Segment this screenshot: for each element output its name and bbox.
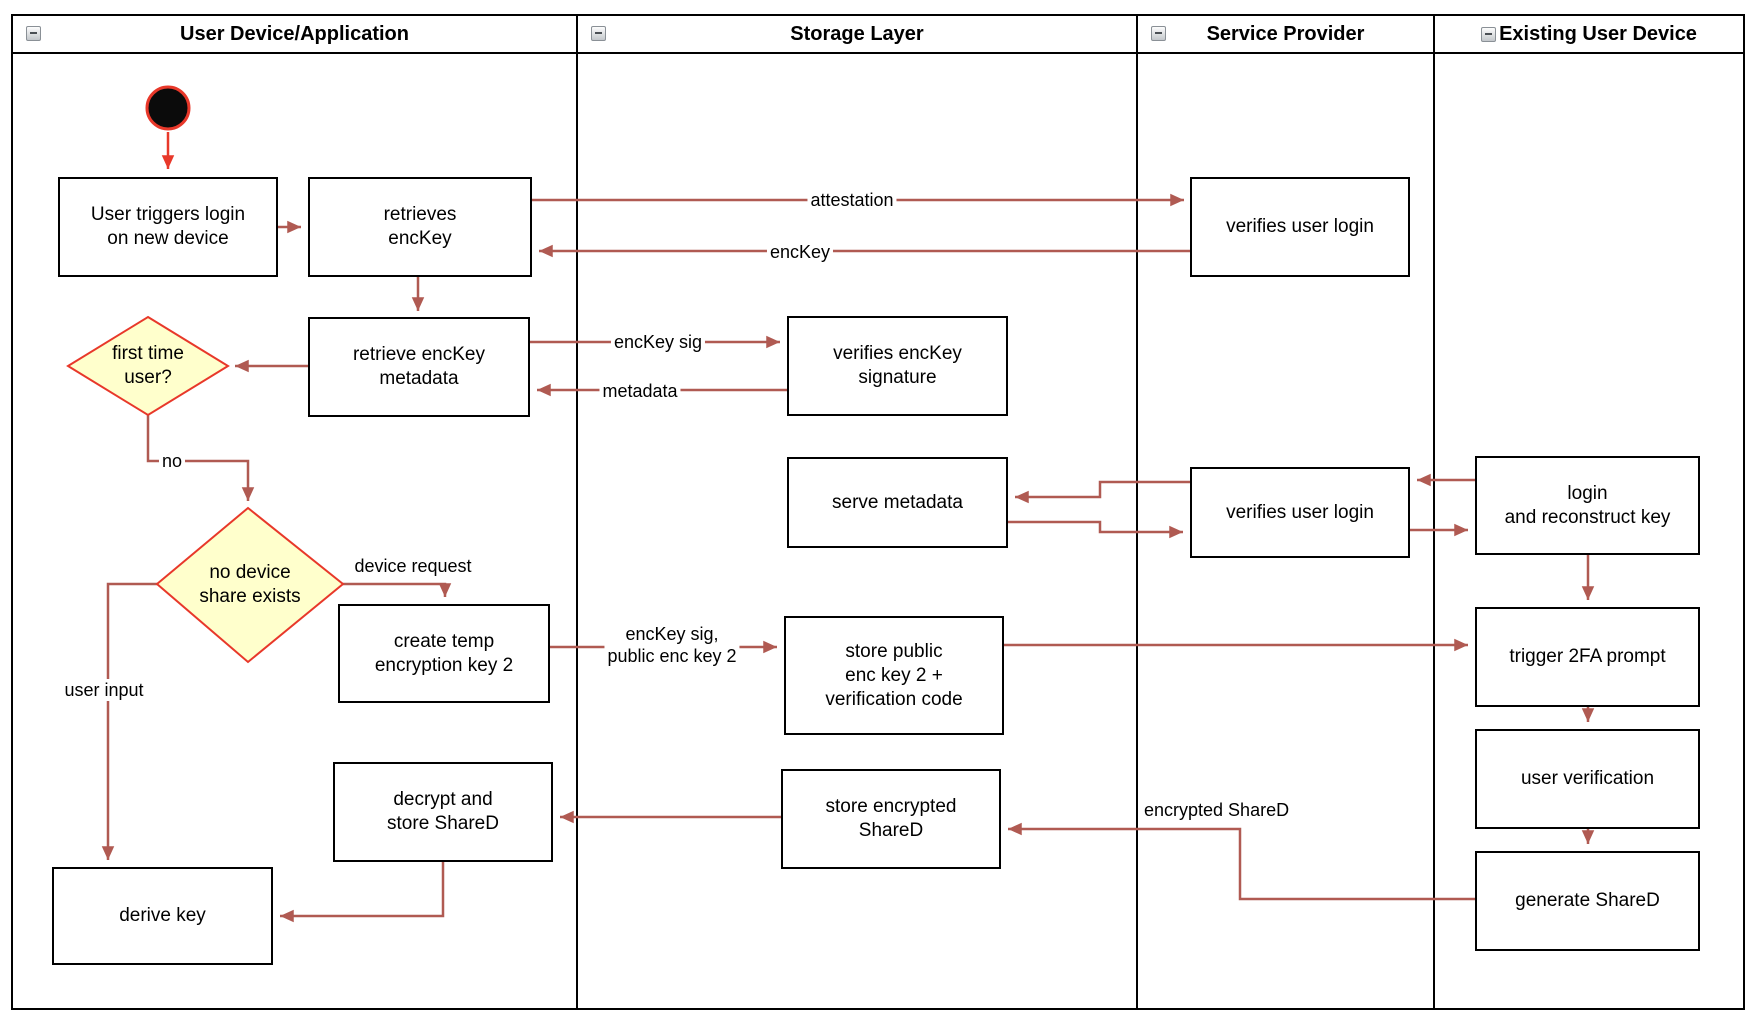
edge-label-attestation: attestation bbox=[807, 189, 897, 211]
edge-label-encrypted-shared: encrypted ShareD bbox=[1141, 799, 1293, 821]
node-user-verification[interactable]: user verification bbox=[1475, 729, 1700, 829]
node-retrieve-enckey-metadata[interactable]: retrieve encKey metadata bbox=[308, 317, 530, 417]
node-store-public-key[interactable]: store public enc key 2 + verification co… bbox=[784, 616, 1004, 735]
node-verifies-user-login-1[interactable]: verifies user login bbox=[1190, 177, 1410, 277]
edge-label-user-input: user input bbox=[61, 679, 147, 701]
edge-serve-to-verifies2 bbox=[1008, 520, 1183, 539]
edge-device-request bbox=[343, 582, 452, 597]
minus-icon[interactable] bbox=[1481, 26, 1497, 42]
node-decrypt-store-shared[interactable]: decrypt and store ShareD bbox=[333, 762, 553, 862]
node-verifies-enckey-signature[interactable]: verifies encKey signature bbox=[787, 316, 1008, 416]
lane-title-text: Existing User Device bbox=[1499, 22, 1697, 45]
lane-title-text: Service Provider bbox=[1206, 22, 1365, 45]
edge-label-enckey: encKey bbox=[766, 241, 834, 263]
decision-no-device-share[interactable] bbox=[155, 506, 345, 664]
lane-header-storage-layer[interactable]: Storage Layer bbox=[577, 15, 1137, 53]
node-store-encrypted-shared[interactable]: store encrypted ShareD bbox=[781, 769, 1001, 869]
edge-label-enckey-sig-public: encKey sig, public enc key 2 bbox=[604, 623, 740, 667]
decision-no-device-share-label: no device share exists bbox=[199, 562, 301, 607]
node-serve-metadata[interactable]: serve metadata bbox=[787, 457, 1008, 548]
decision-first-time-user-label: first time user? bbox=[112, 343, 184, 388]
node-retrieves-enckey[interactable]: retrieves encKey bbox=[308, 177, 532, 277]
lane-header-existing-user-device[interactable]: Existing User Device bbox=[1434, 15, 1744, 53]
node-user-triggers-login[interactable]: User triggers login on new device bbox=[58, 177, 278, 277]
minus-icon[interactable] bbox=[1151, 26, 1166, 41]
edge-user-input bbox=[101, 582, 157, 860]
edge-no-branch bbox=[146, 415, 255, 501]
minus-icon[interactable] bbox=[26, 26, 41, 41]
node-generate-shared[interactable]: generate ShareD bbox=[1475, 851, 1700, 951]
lane-title-text: Storage Layer bbox=[790, 22, 924, 45]
node-verifies-user-login-2[interactable]: verifies user login bbox=[1190, 467, 1410, 558]
decision-first-time-user[interactable] bbox=[66, 315, 230, 417]
start-node[interactable] bbox=[145, 85, 191, 131]
edge-label-enckey-sig: encKey sig bbox=[610, 331, 706, 353]
swimlane-frame bbox=[11, 14, 1745, 1010]
edge-verifies2-to-serve bbox=[1015, 480, 1190, 504]
lane-title-text: User Device/Application bbox=[180, 22, 409, 45]
lane-header-user-device[interactable]: User Device/Application bbox=[12, 15, 577, 53]
edge-label-metadata: metadata bbox=[599, 380, 681, 402]
edge-encrypted-shared bbox=[1008, 822, 1475, 901]
edge-label-device-request: device request bbox=[351, 555, 475, 577]
node-create-temp-key[interactable]: create temp encryption key 2 bbox=[338, 604, 550, 703]
edge-label-no: no bbox=[158, 450, 186, 472]
node-login-reconstruct-key[interactable]: login and reconstruct key bbox=[1475, 456, 1700, 555]
node-derive-key[interactable]: derive key bbox=[52, 867, 273, 965]
node-trigger-2fa[interactable]: trigger 2FA prompt bbox=[1475, 607, 1700, 707]
edge-decrypt-to-derive bbox=[280, 862, 445, 923]
lane-header-service-provider[interactable]: Service Provider bbox=[1137, 15, 1434, 53]
minus-icon[interactable] bbox=[591, 26, 606, 41]
